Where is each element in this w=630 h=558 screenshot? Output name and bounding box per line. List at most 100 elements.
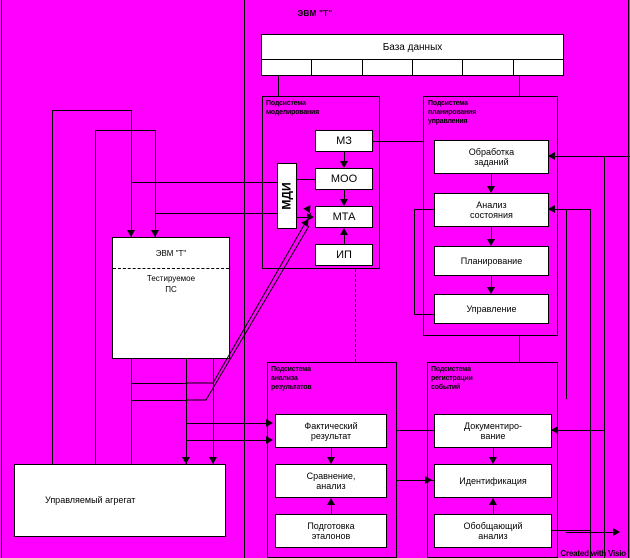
database-header: База данных [261,34,564,60]
arrowhead-into-controlled-unit-1 [182,457,190,464]
connector-ip-mta [344,235,345,244]
connector-test-computer-down-3 [213,359,214,464]
block-mdi[interactable]: МДИ [277,163,297,229]
connector-doc-ident [493,448,494,457]
database-cell [463,60,514,75]
arrowhead-into-controlled-unit-2 [209,457,217,464]
connector-mz-to-planning [380,141,423,142]
block-actual-result[interactable]: Фактический результат [275,414,387,448]
bus-line-right-inner [590,209,591,558]
connector-left-diagonal-1 [131,383,186,384]
connector-test-computer-down-2 [186,359,187,464]
connector-task-state [491,174,492,186]
connector-general-ident [493,505,494,514]
frame-divider-vertical [244,0,245,558]
subsystem-result-analysis-title: Подсистема анализа результатов [271,366,312,391]
bus-wrap-left-planning [414,209,415,315]
connector-state-planning [491,227,492,239]
block-identification[interactable]: Идентификация [434,464,552,498]
block-controlled-unit[interactable]: Управляемый агрегат [14,464,226,537]
block-moo[interactable]: МОО [315,168,373,190]
frame-left-edge [1,0,2,558]
subsystem-modeling-title: Подсистема моделирования [266,100,320,116]
frame-right-edge [628,0,629,558]
connector-db-to-modeling [278,76,279,96]
connector-right-task-processing [549,156,630,157]
bus-top-1 [52,110,131,111]
database-cell [363,60,413,75]
arrowhead-identification-in [425,476,432,484]
block-task-processing[interactable]: Обработка заданий [434,140,549,174]
connector-to-actual-result-1 [186,423,268,424]
arrowhead-doc-ident [489,457,497,464]
block-state-analysis[interactable]: Анализ состояния [434,193,549,227]
block-general-analysis[interactable]: Обобщающий анализ [434,514,552,548]
bus-line-left-mid2 [155,130,156,237]
bus-line-left-inner [95,130,96,464]
connector-mz-moo [344,152,345,161]
block-mdi-label: МДИ [280,182,295,210]
connector-wrap-state-analysis [414,209,434,210]
arrowhead-planning-control [487,287,495,294]
dashed-link-modeling-result [355,269,356,362]
divider [113,268,229,269]
connector-mdi-moo [297,179,315,180]
connector-wrap-control [414,314,434,315]
block-etalon-preparation[interactable]: Подготовка эталонов [275,514,387,548]
database-cells [261,60,564,76]
connector-state-analysis-mid [549,209,566,210]
connector-to-actual-result-2 [186,440,268,441]
arrowhead-moo-mta [340,199,348,206]
connector-mdi-left-2 [155,213,277,214]
arrowhead-etalon-comparison [327,498,335,505]
watermark: Created with Visio [560,549,626,558]
block-planning[interactable]: Планирование [434,246,549,276]
block-test-computer-body: Тестируемое ПС [146,274,196,294]
block-ip[interactable]: ИП [315,244,373,266]
connector-actual-comparison [331,448,332,457]
database-cell [262,60,313,75]
database-cell [413,60,464,75]
connector-test-computer-down-1 [131,359,132,464]
connector-bottom-right-out [566,532,616,533]
connector-identification-left [414,480,434,481]
arrowhead-actual-result-1 [266,419,273,427]
arrowhead-actual-result-2 [266,436,273,444]
connector-db-to-planning [519,76,520,96]
block-mta[interactable]: МТА [315,206,373,228]
connector-control-to-events [519,336,520,362]
arrowhead-documentation-in [551,426,558,434]
connector-documentation-right [552,430,604,431]
arrowhead-general-ident [489,498,497,505]
connector-result-to-documentation [397,430,434,431]
page-title: ЭВМ "Т" [297,9,333,18]
bus-top-2 [95,130,155,131]
arrowhead-state-planning [487,239,495,246]
connector-moo-mta [344,190,345,199]
connector-mdi-left-1 [131,182,277,183]
connector-planning-control [491,276,492,287]
subsystem-planning-control-title: Подсистема планирования управления [428,100,476,125]
connector-mz-out [373,141,380,142]
connector-right-state-analysis [549,209,591,210]
block-mz[interactable]: МЗ [315,130,373,152]
arrowhead-mz-moo [340,161,348,168]
arrowhead-into-test-computer-1 [127,230,135,237]
block-test-computer-header: ЭВМ "Т" [155,248,187,258]
bus-line-left-outer [52,110,53,464]
arrowhead-task-state [487,186,495,193]
block-control[interactable]: Управление [434,294,549,324]
bus-line-right-outer [604,156,605,558]
connector-general-analysis-right [552,530,590,531]
block-test-computer[interactable]: ЭВМ "Т" Тестируемое ПС [112,237,230,359]
arrowhead-ip-mta [340,228,348,235]
connector-etalon-comparison [331,505,332,514]
bus-line-right-mid [566,209,567,399]
bus-line-left-mid [131,110,132,237]
subsystem-planning-control [423,96,558,336]
block-documentation[interactable]: Документиро- вание [434,414,552,448]
database-cell [312,60,363,75]
arrowhead-task-processing-in [548,152,555,160]
block-comparison-analysis[interactable]: Сравнение, анализ [275,464,387,498]
